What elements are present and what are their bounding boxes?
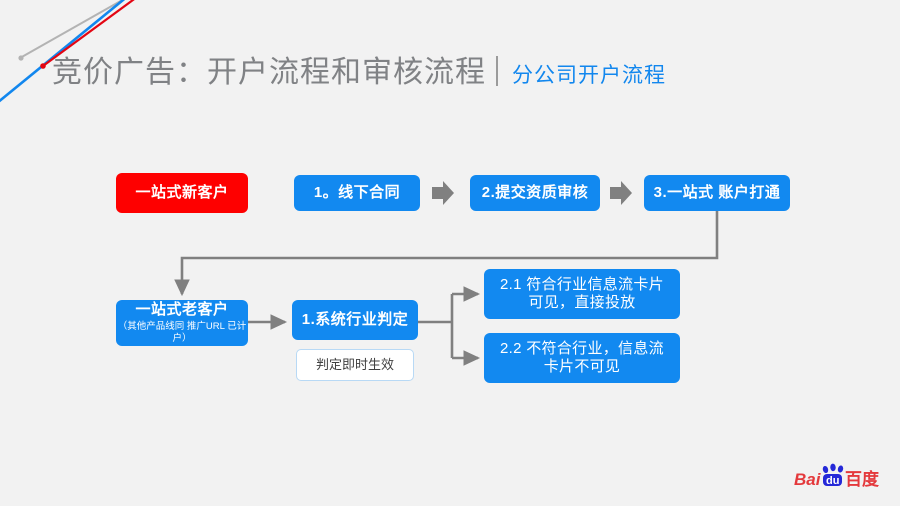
flow-node-label: 一站式老客户 xyxy=(135,300,229,318)
page-subtitle: 分公司开户流程 xyxy=(512,64,666,87)
flow-node-label: 3.一站式 账户打通 xyxy=(653,184,781,202)
logo-text-baidu-cn: 百度 xyxy=(845,469,880,489)
flow-node-offline-contract[interactable]: 1。线下合同 xyxy=(294,175,420,211)
flow-node-industry-judge[interactable]: 1.系统行业判定 xyxy=(292,300,418,340)
flow-node-match-industry[interactable]: 2.1 符合行业信息流卡片可见，直接投放 xyxy=(484,269,680,319)
flow-node-nomatch-industry[interactable]: 2.2 不符合行业，信息流卡片不可见 xyxy=(484,333,680,383)
flow-node-label: 1。线下合同 xyxy=(313,184,401,202)
logo-text-du: du xyxy=(826,475,839,487)
baidu-logo: Bai du 百度 xyxy=(794,463,880,489)
step-arrow-icon xyxy=(610,181,632,205)
flow-node-submit-qualification[interactable]: 2.提交资质审核 xyxy=(470,175,600,211)
flow-node-label: 2.2 不符合行业，信息流卡片不可见 xyxy=(500,340,664,375)
flow-node-judge-note[interactable]: 判定即时生效 xyxy=(296,349,414,381)
connector-account-to-old xyxy=(174,211,719,297)
logo-paw-icon: du xyxy=(822,463,844,487)
flow-node-old-customer[interactable]: 一站式老客户 （其他产品线同 推广URL 已计户） xyxy=(116,300,248,346)
page-header: 竞价广告：开户流程和审核流程 分公司开户流程 xyxy=(52,52,666,91)
flow-node-label: 判定即时生效 xyxy=(315,357,394,373)
flow-node-label: 1.系统行业判定 xyxy=(301,311,409,329)
flow-node-account-connect[interactable]: 3.一站式 账户打通 xyxy=(644,175,790,211)
step-arrow-icon xyxy=(432,181,454,205)
flow-node-label: 一站式新客户 xyxy=(135,184,229,202)
flow-node-label: 2.提交资质审核 xyxy=(481,184,589,202)
flow-node-label: 2.1 符合行业信息流卡片可见，直接投放 xyxy=(500,276,664,311)
page-title: 竞价广告：开户流程和审核流程 xyxy=(52,56,486,89)
header-divider xyxy=(496,56,498,86)
flow-node-sublabel: （其他产品线同 推广URL 已计户） xyxy=(117,321,247,345)
logo-text-bai: Bai xyxy=(794,470,822,489)
flow-node-new-customer[interactable]: 一站式新客户 xyxy=(116,173,248,213)
